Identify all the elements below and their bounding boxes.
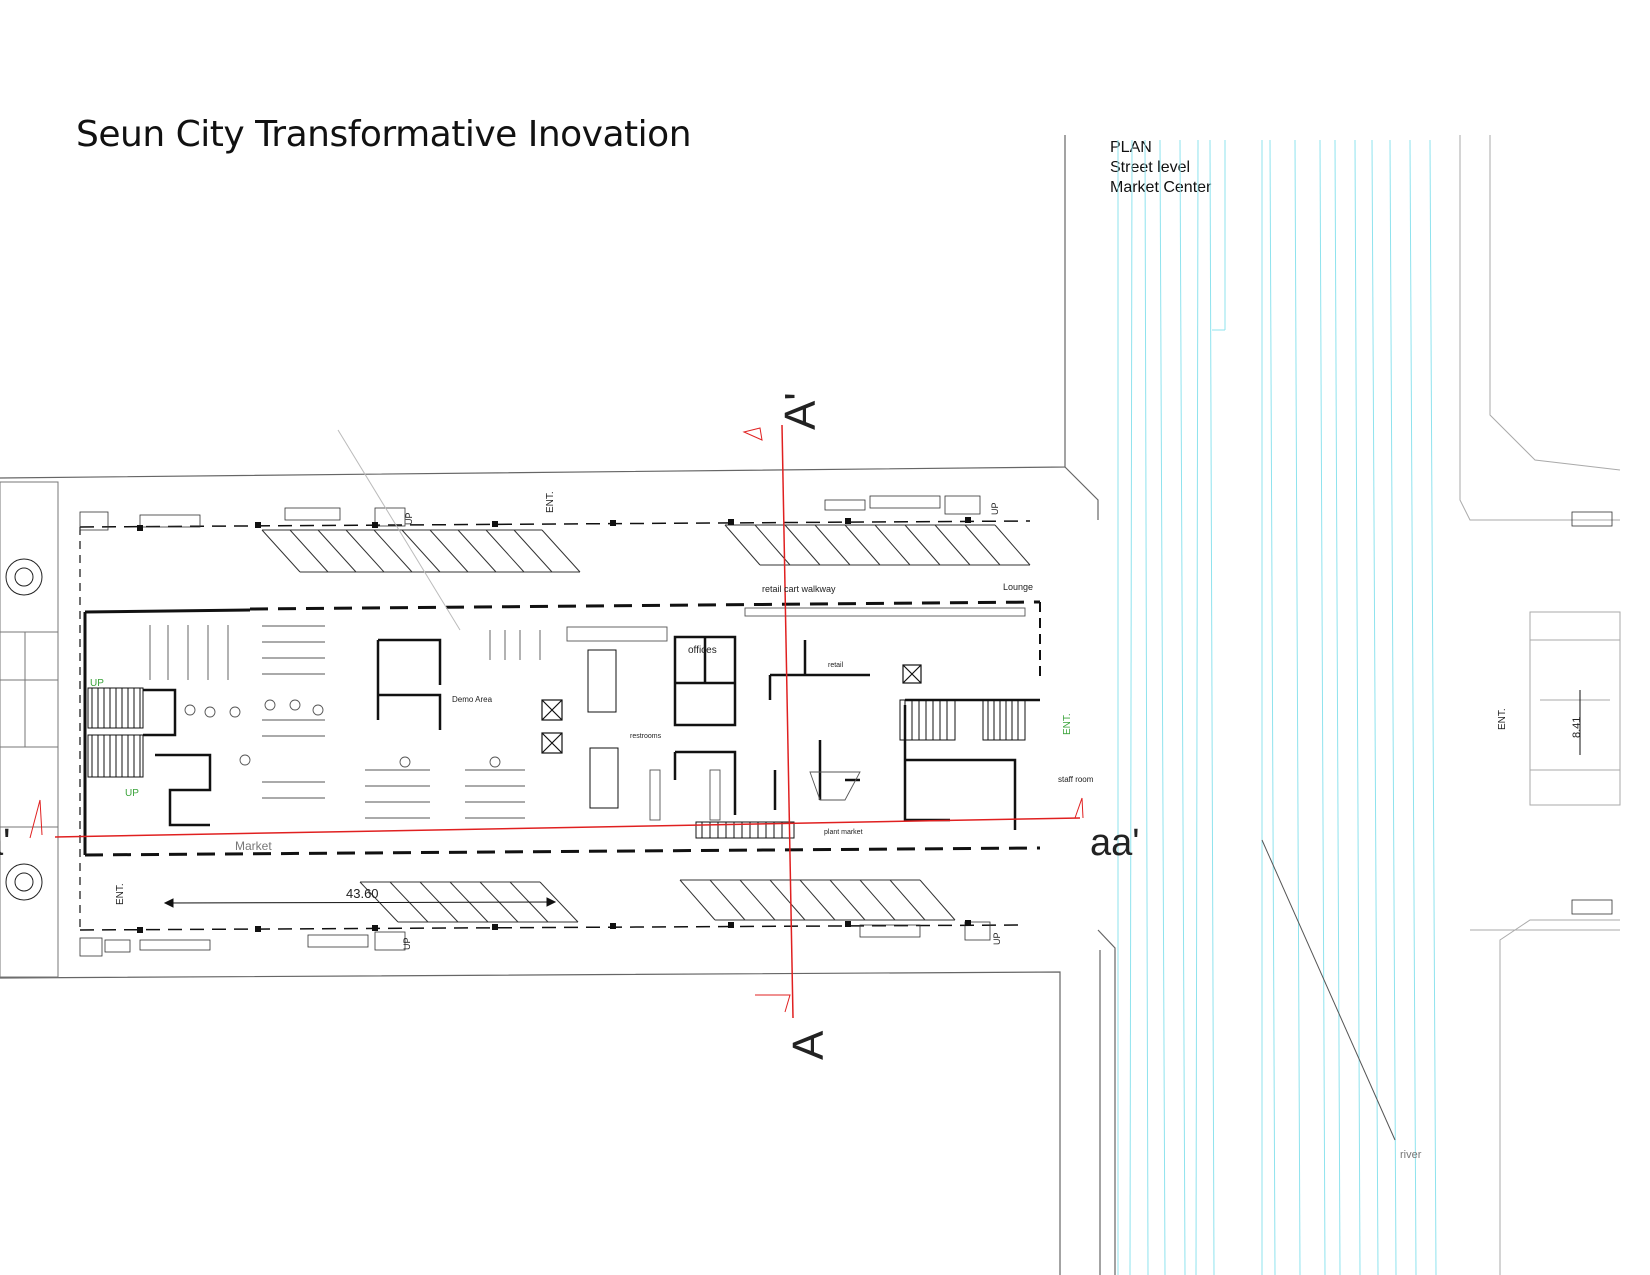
up-label: UP xyxy=(404,512,414,525)
building-walls xyxy=(79,520,1041,931)
retail-label: retail xyxy=(828,662,844,669)
section-label-right: aa' xyxy=(1090,822,1140,864)
up-label: UP xyxy=(990,502,1000,515)
interior-rooms xyxy=(143,635,1040,830)
market-label: Market xyxy=(235,839,272,853)
offices-label: offices xyxy=(688,645,717,656)
edge-stairs xyxy=(79,495,1613,957)
right-street-outlines xyxy=(1459,135,1621,1275)
misc-lines xyxy=(337,429,1396,1141)
dimension-line xyxy=(163,690,1581,908)
up-label: UP xyxy=(90,678,104,689)
river-label: river xyxy=(1400,1149,1422,1161)
restrooms-label: restrooms xyxy=(630,733,662,740)
ent-label-right: ENT. xyxy=(1062,713,1073,735)
staff-room-label: staff room xyxy=(1058,775,1094,784)
tree-icon xyxy=(5,558,43,901)
street-outlines xyxy=(0,135,1116,1275)
ent-label-left: ENT. xyxy=(115,883,126,905)
up-label: UP xyxy=(402,937,412,950)
columns xyxy=(137,517,971,933)
retail-cart-walkway-label: retail cart walkway xyxy=(762,584,836,594)
drawing-title: Seun City Transformative Inovation xyxy=(76,114,692,155)
left-building xyxy=(0,481,59,978)
lounge-label: Lounge xyxy=(1003,582,1033,592)
elevator-icon xyxy=(541,664,922,754)
section-label-top: A' xyxy=(776,392,825,430)
demo-area-label: Demo Area xyxy=(452,695,493,704)
river-lines xyxy=(1117,139,1437,1275)
parking-stripes xyxy=(261,524,1031,923)
plant-market-label: plant market xyxy=(824,829,863,836)
legend-plan: PLAN xyxy=(1110,139,1152,156)
dimension-label: 43.60 xyxy=(346,886,379,901)
up-label: UP xyxy=(125,788,139,799)
ent-label-far-right: ENT. xyxy=(1497,708,1508,730)
section-label-bottom: A xyxy=(784,1030,833,1060)
plan-labels: A' A aa' a' ENT. ENT. ENT. ENT. UP UP UP… xyxy=(0,392,1583,1161)
section-label-left: a' xyxy=(0,822,10,864)
furniture xyxy=(149,607,1026,821)
section-lines xyxy=(29,424,1084,1019)
ent-label-top: ENT. xyxy=(545,491,556,513)
dimension-label-right: 8.41 xyxy=(1571,717,1583,738)
legend-street-level: Street level xyxy=(1110,159,1191,176)
up-label: UP xyxy=(992,932,1002,945)
stair-cores xyxy=(87,649,1026,839)
